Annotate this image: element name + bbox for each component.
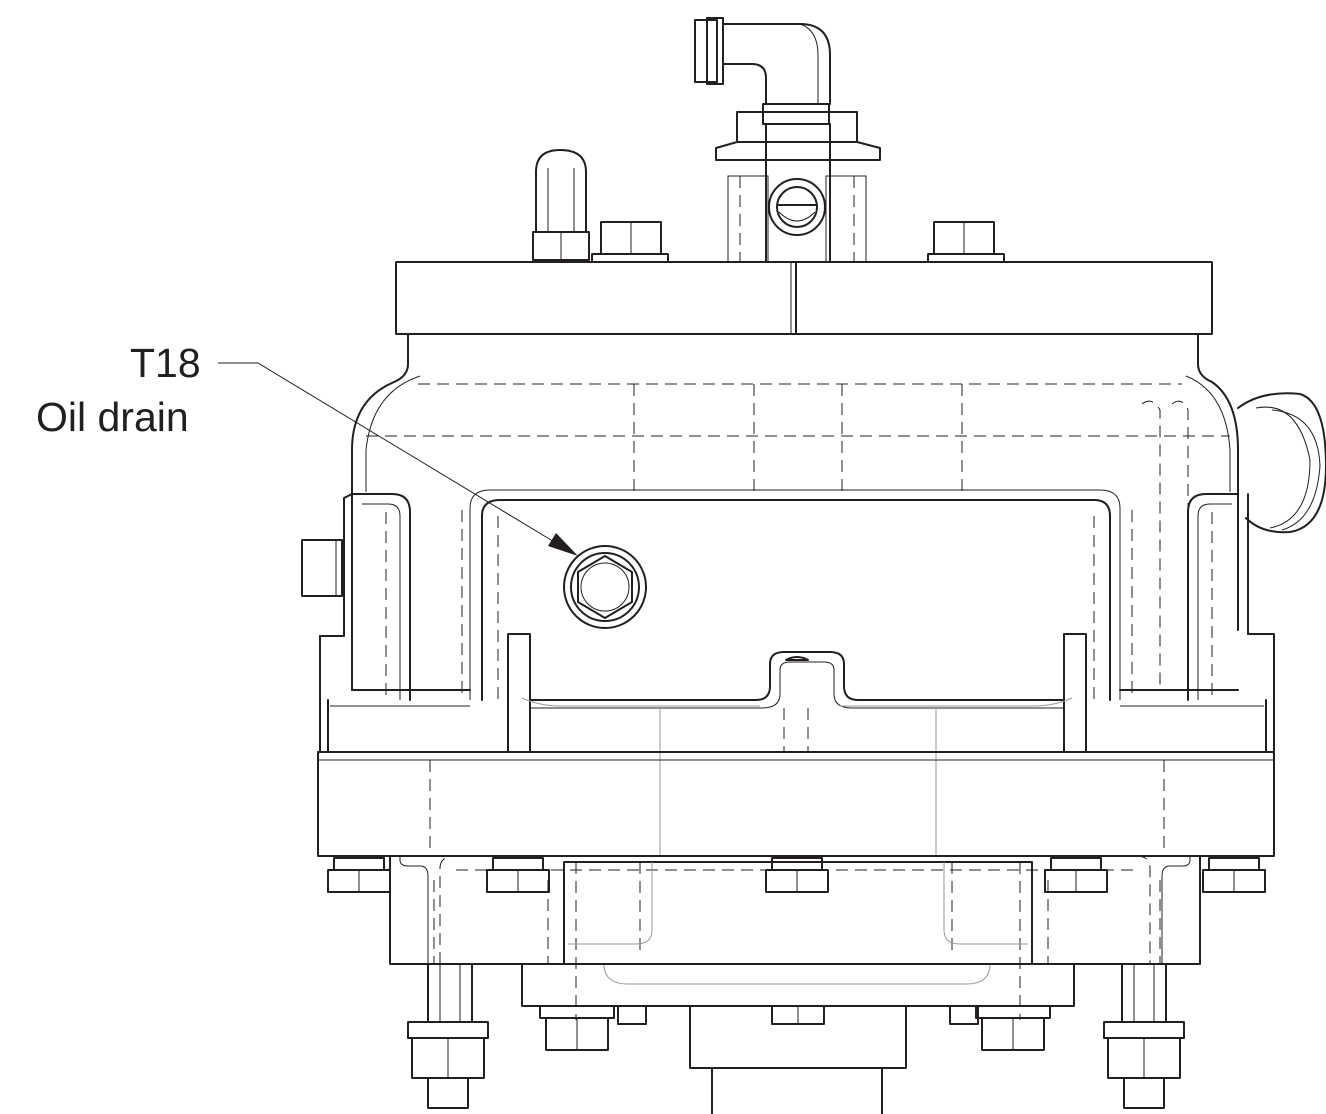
flange-bolt-5 — [1202, 857, 1266, 893]
top-bolt-right — [927, 221, 1005, 263]
right-side-lug — [1187, 493, 1275, 753]
lower-ribs — [327, 633, 1267, 856]
bottom-plate — [521, 963, 1075, 1114]
left-side-lug — [301, 493, 411, 753]
elbow-fitting — [694, 17, 881, 263]
leader-arrowhead — [548, 533, 578, 556]
bottom-stud-right — [1103, 963, 1185, 1109]
lower-body — [389, 855, 1201, 1020]
left-tube-fitting — [532, 149, 590, 261]
callout-leader — [218, 362, 578, 556]
callout-description-label: Oil drain — [36, 394, 189, 440]
main-flange — [317, 751, 1275, 857]
callout-code-label: T18 — [130, 340, 201, 386]
bottom-stud-left — [407, 963, 489, 1109]
oil-drain-plug — [563, 545, 647, 629]
flange-bolt-4 — [1044, 857, 1108, 893]
flange-bolt-1 — [327, 857, 391, 893]
right-port-fitting — [1237, 392, 1326, 534]
housing-body — [351, 333, 1239, 691]
top-bolt-left — [591, 221, 669, 263]
flange-bolt-2 — [486, 857, 550, 893]
top-cover-plate — [395, 261, 1213, 335]
central-recess — [461, 489, 1133, 701]
flange-bolt-3 — [765, 857, 829, 893]
